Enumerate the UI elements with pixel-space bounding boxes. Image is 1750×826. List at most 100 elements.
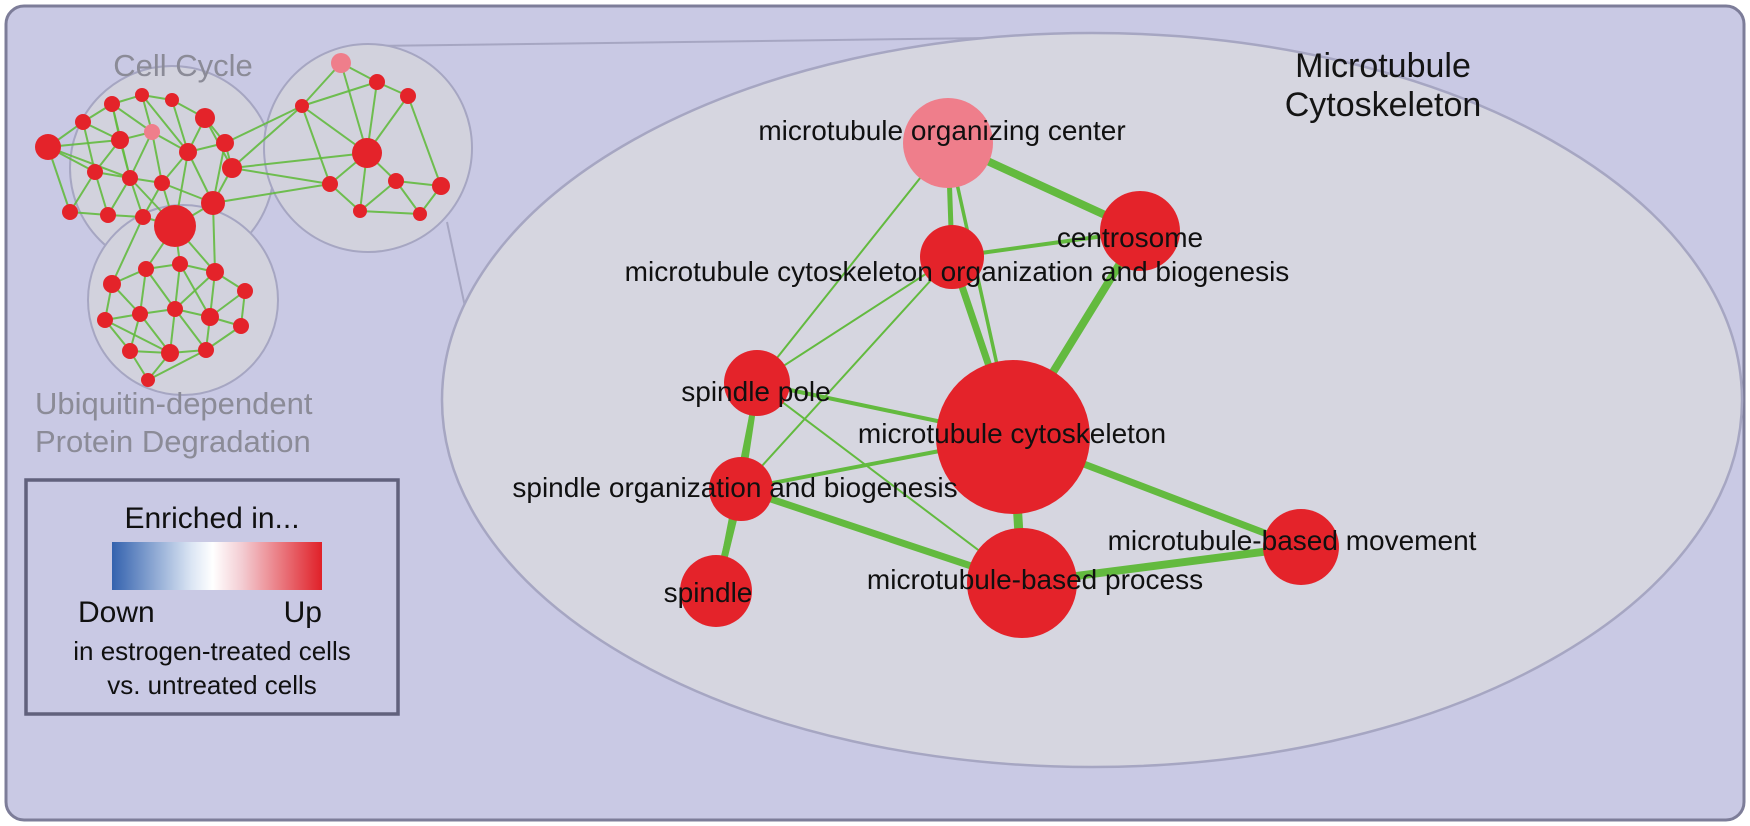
overview-node[interactable] [201, 191, 225, 215]
overview-node[interactable] [135, 209, 151, 225]
overview-edge [359, 210, 421, 215]
overview-node[interactable] [122, 170, 138, 186]
overview-node[interactable] [135, 88, 149, 102]
overview-node[interactable] [144, 124, 160, 140]
legend: Enriched in... Down Up in estrogen-treat… [24, 478, 400, 716]
overview-edge [111, 216, 144, 285]
magnified-cluster-ellipse [440, 31, 1744, 769]
overview-edge [212, 183, 331, 204]
node-microtubule-cytoskeleton-organization-and-biogenesis[interactable] [920, 225, 984, 289]
node-spindle[interactable] [680, 555, 752, 627]
overview-node[interactable] [206, 263, 224, 281]
overview-node[interactable] [352, 138, 382, 168]
overview-node[interactable] [35, 134, 61, 160]
overview-cluster-circles [69, 43, 473, 396]
detail-node-layer [680, 98, 1339, 638]
node-label-microtubule-cytoskeleton-organization-and-biogenesis: microtubule cytoskeleton organization an… [625, 256, 1290, 287]
node-centrosome[interactable] [1100, 191, 1180, 271]
overview-node[interactable] [141, 373, 155, 387]
overview-node[interactable] [179, 143, 197, 161]
overview-node[interactable] [138, 261, 154, 277]
overview-node[interactable] [154, 205, 196, 247]
overview-edge [231, 105, 303, 169]
enrichment-edge [756, 382, 1023, 584]
overview-edge [301, 81, 378, 107]
overview-node[interactable] [75, 114, 91, 130]
overview-node[interactable] [97, 312, 113, 328]
node-spindle-organization-and-biogenesis[interactable] [709, 457, 773, 521]
enrichment-edge [756, 256, 953, 384]
overview-node[interactable] [122, 343, 138, 359]
node-label-microtubule-cytoskeleton: microtubule cytoskeleton [858, 418, 1166, 449]
overview-edge [145, 268, 176, 310]
node-microtubule-organizing-center[interactable] [903, 98, 993, 188]
overview-node[interactable] [100, 207, 116, 223]
overview-node[interactable] [103, 275, 121, 293]
overview-edge [151, 131, 163, 184]
overview-node[interactable] [400, 88, 416, 104]
overview-node[interactable] [201, 308, 219, 326]
overview-node[interactable] [154, 175, 170, 191]
microtubule-cluster-title-line2: Cytoskeleton [1285, 86, 1482, 124]
overview-node[interactable] [165, 93, 179, 107]
overview-node-layer [35, 53, 450, 387]
node-microtubule-based-movement[interactable] [1263, 509, 1339, 585]
legend-subtitle-line1: in estrogen-treated cells [73, 636, 350, 666]
overview-edge [340, 62, 368, 154]
overview-node[interactable] [104, 96, 120, 112]
enrichment-edge [756, 142, 949, 384]
overview-node[interactable] [172, 256, 188, 272]
overview-node[interactable] [295, 99, 309, 113]
overview-edge [174, 308, 207, 351]
node-microtubule-based-process[interactable] [967, 528, 1077, 638]
overview-node[interactable] [369, 74, 385, 90]
overview-node[interactable] [233, 318, 249, 334]
overview-node[interactable] [62, 204, 78, 220]
overview-node[interactable] [353, 204, 367, 218]
node-label-microtubule-based-process: microtubule-based process [867, 564, 1203, 595]
overview-edge [231, 167, 331, 185]
overview-node[interactable] [432, 177, 450, 195]
overview-node[interactable] [161, 344, 179, 362]
overview-edge [129, 131, 153, 179]
node-label-spindle: spindle [664, 577, 753, 608]
overview-node[interactable] [222, 158, 242, 178]
ubiquitin-cluster-label-line2: Protein Degradation [35, 424, 311, 459]
magnifier-line [371, 37, 991, 47]
overview-node[interactable] [216, 134, 234, 152]
overview-edge [407, 95, 442, 187]
detail-label-layer: microtubule organizing centercentrosomem… [512, 115, 1476, 608]
overview-node[interactable] [237, 283, 253, 299]
legend-up-label: Up [284, 596, 322, 629]
ubiquitin-cluster-label-line1: Ubiquitin-dependent [35, 386, 313, 421]
overview-node[interactable] [111, 131, 129, 149]
overview-edge [231, 152, 368, 169]
overview-node[interactable] [331, 53, 351, 73]
overview-node[interactable] [87, 164, 103, 180]
overview-node[interactable] [167, 301, 183, 317]
node-label-spindle-organization-and-biogenesis: spindle organization and biogenesis [512, 472, 957, 503]
overview-edge [104, 319, 171, 354]
overview-edge [147, 349, 207, 381]
overview-edge [141, 94, 189, 153]
node-spindle-pole[interactable] [724, 350, 790, 416]
node-label-centrosome: centrosome [1057, 222, 1203, 253]
legend-subtitle-line2: vs. untreated cells [107, 670, 317, 700]
overview-node[interactable] [388, 173, 404, 189]
node-label-microtubule-organizing-center: microtubule organizing center [758, 115, 1125, 146]
overview-edge [301, 105, 331, 185]
overview-edge [82, 121, 96, 173]
overview-node[interactable] [195, 108, 215, 128]
node-microtubule-cytoskeleton[interactable] [936, 360, 1090, 514]
overview-node[interactable] [198, 342, 214, 358]
overview-edge [224, 105, 303, 144]
legend-box [24, 478, 400, 716]
overview-node[interactable] [132, 306, 148, 322]
overview-node[interactable] [413, 207, 427, 221]
overview-node[interactable] [322, 176, 338, 192]
node-label-microtubule-based-movement: microtubule-based movement [1108, 525, 1477, 556]
overview-edge [47, 146, 131, 179]
overview-edge [174, 271, 216, 310]
cell-cycle-cluster-label: Cell Cycle [113, 48, 253, 83]
